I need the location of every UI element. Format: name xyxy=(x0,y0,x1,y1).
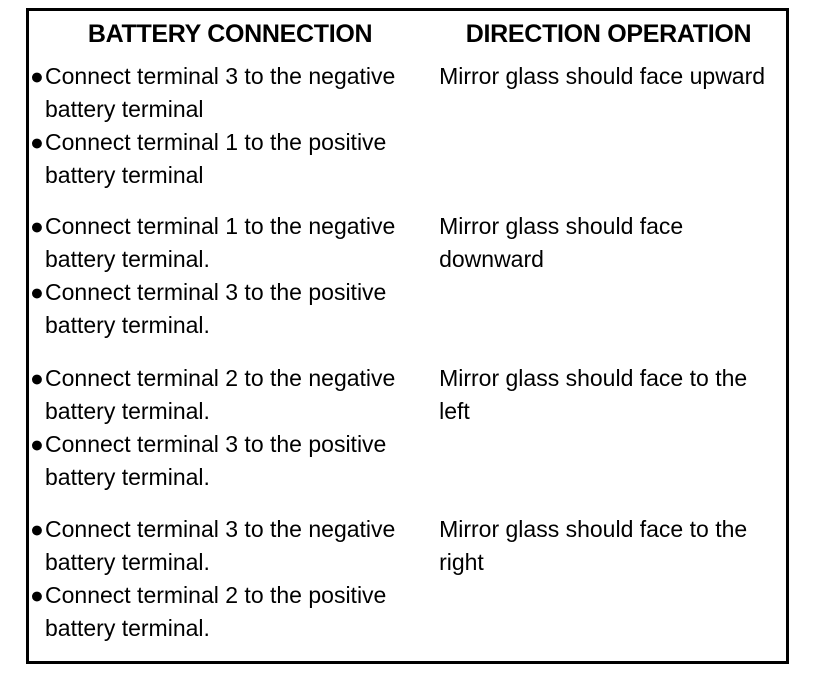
list-item: ● Connect terminal 3 to the positive bat… xyxy=(29,428,397,494)
cell-battery-connection: ● Connect terminal 3 to the negative bat… xyxy=(27,513,430,663)
list-item-text: Connect terminal 1 to the negative batte… xyxy=(45,213,396,272)
list-item: ● Connect terminal 3 to the negative bat… xyxy=(29,60,397,126)
list-item-text: Connect terminal 3 to the negative batte… xyxy=(45,516,396,575)
bullet-list: ● Connect terminal 3 to the negative bat… xyxy=(29,60,429,192)
header-cell-direction-operation: DIRECTION OPERATION xyxy=(429,9,788,60)
cell-direction-operation: Mirror glass should face to the right xyxy=(429,513,788,663)
direction-operation-text: Mirror glass should face to the right xyxy=(439,516,748,575)
cell-direction-operation: Mirror glass should face upward xyxy=(429,60,788,210)
header-row: BATTERY CONNECTION DIRECTION OPERATION xyxy=(27,9,788,60)
direction-operation-text: Mirror glass should face downward xyxy=(439,213,684,272)
bullet-list: ● Connect terminal 1 to the negative bat… xyxy=(29,210,429,342)
bullet-icon: ● xyxy=(30,516,44,542)
cell-battery-connection: ● Connect terminal 3 to the negative bat… xyxy=(27,60,430,210)
bullet-icon: ● xyxy=(30,63,44,89)
bullet-icon: ● xyxy=(30,431,44,457)
direction-operation-text: Mirror glass should face to the left xyxy=(439,365,748,424)
table-row: ● Connect terminal 3 to the negative bat… xyxy=(27,60,788,210)
header-cell-battery-connection: BATTERY CONNECTION xyxy=(27,9,430,60)
bullet-icon: ● xyxy=(30,365,44,391)
cell-direction-operation: Mirror glass should face to the left xyxy=(429,362,788,513)
cell-battery-connection: ● Connect terminal 1 to the negative bat… xyxy=(27,210,430,362)
list-item: ● Connect terminal 1 to the positive bat… xyxy=(29,126,397,192)
list-item-text: Connect terminal 3 to the negative batte… xyxy=(45,63,396,122)
list-item-text: Connect terminal 3 to the positive batte… xyxy=(45,431,387,490)
bullet-icon: ● xyxy=(30,213,44,239)
table-header: BATTERY CONNECTION DIRECTION OPERATION xyxy=(27,9,788,60)
header-label-battery-connection: BATTERY CONNECTION xyxy=(87,20,373,48)
direction-operation-text: Mirror glass should face upward xyxy=(439,63,766,89)
list-item: ● Connect terminal 3 to the positive bat… xyxy=(29,276,397,342)
list-item: ● Connect terminal 2 to the positive bat… xyxy=(29,579,397,645)
bullet-icon: ● xyxy=(30,279,44,305)
table-row: ● Connect terminal 3 to the negative bat… xyxy=(27,513,788,663)
header-label-direction-operation: DIRECTION OPERATION xyxy=(465,20,752,48)
list-item: ● Connect terminal 3 to the negative bat… xyxy=(29,513,397,579)
list-item-text: Connect terminal 2 to the positive batte… xyxy=(45,582,387,641)
bullet-icon: ● xyxy=(30,129,44,155)
bullet-icon: ● xyxy=(30,582,44,608)
bullet-list: ● Connect terminal 2 to the negative bat… xyxy=(29,362,429,494)
table-row: ● Connect terminal 1 to the negative bat… xyxy=(27,210,788,362)
list-item-text: Connect terminal 2 to the negative batte… xyxy=(45,365,396,424)
list-item-text: Connect terminal 1 to the positive batte… xyxy=(45,129,387,188)
cell-direction-operation: Mirror glass should face downward xyxy=(429,210,788,362)
table-row: ● Connect terminal 2 to the negative bat… xyxy=(27,362,788,513)
bullet-list: ● Connect terminal 3 to the negative bat… xyxy=(29,513,429,645)
cell-battery-connection: ● Connect terminal 2 to the negative bat… xyxy=(27,362,430,513)
list-item-text: Connect terminal 3 to the positive batte… xyxy=(45,279,387,338)
list-item: ● Connect terminal 2 to the negative bat… xyxy=(29,362,397,428)
battery-direction-table: BATTERY CONNECTION DIRECTION OPERATION ●… xyxy=(26,8,789,664)
table-body: ● Connect terminal 3 to the negative bat… xyxy=(27,60,788,663)
list-item: ● Connect terminal 1 to the negative bat… xyxy=(29,210,397,276)
